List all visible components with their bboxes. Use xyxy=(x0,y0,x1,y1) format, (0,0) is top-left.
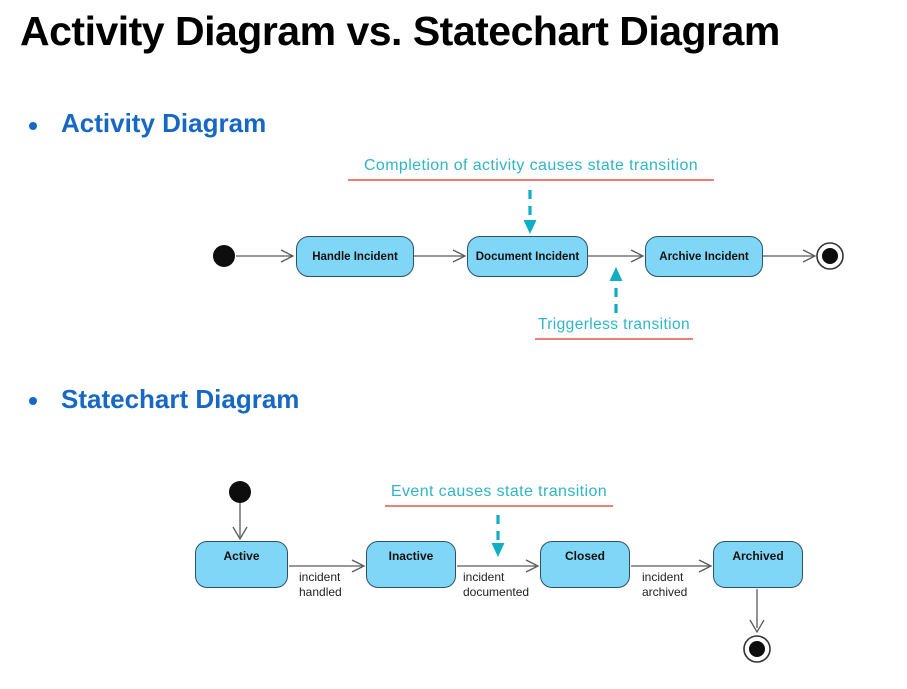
transition-label-incident-archived: incident archived xyxy=(642,570,688,599)
statechart-annotation-arrows xyxy=(491,515,505,557)
arrowhead-icon xyxy=(491,543,505,557)
initial-state-node xyxy=(213,245,235,267)
state-inactive: Inactive xyxy=(366,541,456,588)
activity-node-handle-incident: Handle Incident xyxy=(296,236,414,277)
arrowhead-icon xyxy=(698,559,713,573)
arrowhead-icon xyxy=(609,267,623,281)
transition-label-incident-handled: incident handled xyxy=(299,570,342,599)
final-state-node-dot xyxy=(749,641,765,657)
arrowhead-icon xyxy=(452,249,467,263)
annotation-triggerless: Triggerless transition xyxy=(535,316,693,340)
arrowhead-icon xyxy=(232,526,248,541)
final-state-node xyxy=(743,635,771,663)
activity-node-document-incident: Document Incident xyxy=(467,236,588,277)
statechart-section-heading: Statechart Diagram xyxy=(61,384,300,414)
arrowhead-icon xyxy=(630,249,645,263)
state-closed: Closed xyxy=(540,541,630,588)
arrowhead-icon xyxy=(802,249,817,263)
annotation-event: Event causes state transition xyxy=(385,483,613,507)
bullet-icon xyxy=(29,397,37,405)
arrowhead-icon xyxy=(280,249,295,263)
arrowhead-icon xyxy=(749,619,765,634)
bullet-icon xyxy=(29,122,37,130)
annotation-completion: Completion of activity causes state tran… xyxy=(348,157,714,181)
activity-section-heading: Activity Diagram xyxy=(61,108,267,138)
page-title: Activity Diagram vs. Statechart Diagram xyxy=(20,8,780,54)
activity-node-archive-incident: Archive Incident xyxy=(645,236,763,277)
state-archived: Archived xyxy=(713,541,803,588)
arrowhead-icon xyxy=(351,559,366,573)
arrowhead-icon xyxy=(523,220,537,234)
transition-label-incident-documented: incident documented xyxy=(463,570,530,599)
state-active: Active xyxy=(195,541,288,588)
final-state-node-dot xyxy=(822,248,838,264)
initial-state-node xyxy=(229,481,251,503)
final-state-node xyxy=(816,242,844,270)
